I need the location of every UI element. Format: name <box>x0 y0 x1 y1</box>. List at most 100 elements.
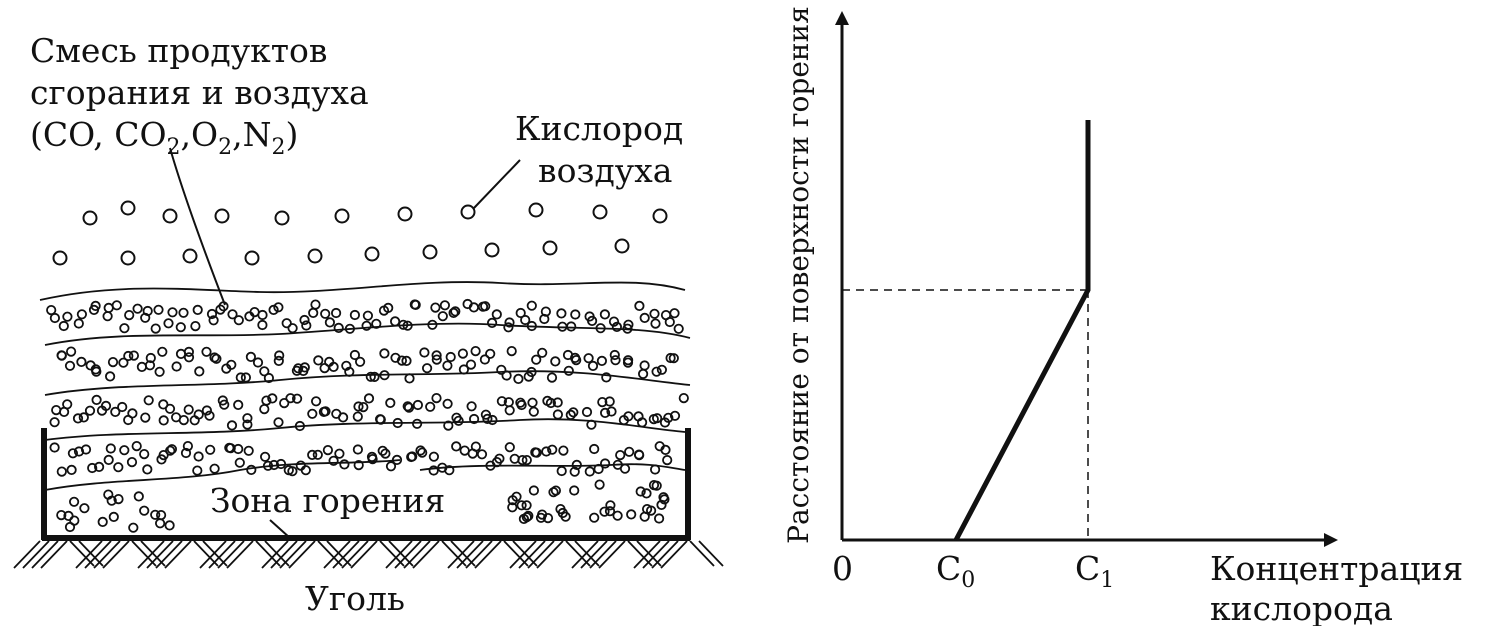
product-molecule <box>153 304 164 315</box>
product-molecule <box>669 308 680 319</box>
product-molecule <box>425 401 436 412</box>
product-molecule <box>164 520 175 531</box>
product-molecule <box>442 398 453 409</box>
product-molecule <box>365 371 376 382</box>
product-molecule <box>318 406 329 417</box>
product-molecule <box>612 510 623 521</box>
oxygen-molecule <box>484 242 500 258</box>
product-molecule <box>651 413 663 424</box>
product-molecule <box>662 454 673 466</box>
product-molecule <box>341 360 352 371</box>
coal-hatch-mark <box>633 540 661 569</box>
product-molecule <box>295 460 306 471</box>
coal-hatch-mark <box>403 540 431 569</box>
product-molecule <box>180 447 192 459</box>
product-molecule <box>550 356 561 367</box>
product-molecule <box>503 397 514 408</box>
product-molecule <box>552 409 564 420</box>
product-molecule <box>113 493 124 505</box>
product-molecule <box>539 313 550 325</box>
product-molecule <box>259 451 271 462</box>
product-molecule <box>257 309 268 321</box>
product-molecule <box>144 360 156 371</box>
product-molecule <box>496 364 507 375</box>
product-molecule <box>406 451 417 463</box>
product-molecule <box>339 459 350 470</box>
product-molecule <box>604 506 616 517</box>
product-molecule <box>541 446 552 457</box>
product-molecule <box>660 444 671 455</box>
oxygen-molecule <box>652 208 668 224</box>
product-molecule <box>586 419 597 430</box>
product-molecule <box>594 479 605 490</box>
product-molecule <box>108 511 119 523</box>
oxygen-molecule <box>542 240 558 256</box>
product-molecule <box>431 354 442 365</box>
product-molecule <box>299 314 310 326</box>
oxygen-molecule <box>528 202 544 218</box>
product-molecule <box>678 392 689 404</box>
product-molecule <box>664 316 675 328</box>
coal-hatch-mark <box>651 540 679 569</box>
product-molecule <box>634 300 645 311</box>
coal-hatch-mark <box>412 540 440 569</box>
product-molecule <box>190 320 201 332</box>
product-molecule <box>56 466 67 477</box>
product-molecule <box>150 509 161 520</box>
air-oxygen-molecules <box>52 200 668 266</box>
product-molecule <box>635 486 646 497</box>
product-molecule <box>558 445 569 456</box>
oxygen-molecule <box>460 204 476 220</box>
product-molecule <box>175 322 186 333</box>
mixture-label-line1: Смесь продуктов <box>30 31 327 70</box>
product-molecule <box>263 372 274 384</box>
product-molecule <box>128 522 139 533</box>
product-molecule <box>656 364 668 375</box>
product-molecule <box>379 348 390 359</box>
product-molecule <box>117 401 128 413</box>
product-molecule <box>379 370 390 381</box>
product-molecule <box>262 460 274 471</box>
formula-sub2: 2 <box>218 135 232 160</box>
product-molecule <box>72 413 84 424</box>
layer-line-2 <box>44 322 691 346</box>
product-molecule <box>521 454 532 466</box>
product-molecule <box>390 352 401 363</box>
formula-mid: ,O <box>181 115 219 154</box>
c0-tick-label: C0 <box>936 549 975 593</box>
oxygen-leader-line <box>473 159 521 209</box>
concentration-profile-line <box>953 120 1091 542</box>
product-molecule <box>526 320 537 332</box>
product-molecule <box>443 420 454 431</box>
coal-hatch-mark <box>465 540 493 569</box>
product-molecule <box>639 360 650 371</box>
product-molecule <box>428 465 439 476</box>
product-molecule <box>334 448 345 459</box>
product-molecule <box>139 505 150 516</box>
product-molecule <box>330 307 342 319</box>
product-molecule <box>606 406 617 417</box>
product-molecule <box>570 309 581 320</box>
product-molecule <box>486 317 498 328</box>
product-molecule <box>673 323 684 334</box>
product-molecule <box>531 354 542 365</box>
product-molecule <box>528 406 539 417</box>
product-molecule <box>515 307 526 319</box>
product-molecule <box>194 366 205 377</box>
product-molecule <box>105 371 116 382</box>
product-molecule <box>183 346 194 357</box>
product-molecule <box>206 308 218 320</box>
product-molecule <box>226 420 238 431</box>
product-molecule <box>142 464 153 475</box>
product-molecule <box>171 361 182 372</box>
oxygen-molecule <box>120 250 136 266</box>
product-molecule <box>487 414 498 426</box>
product-molecule <box>150 323 161 334</box>
product-molecule <box>273 355 284 366</box>
product-molecule <box>450 306 461 317</box>
coal-hatch-mark <box>75 540 103 569</box>
oxygen-molecule <box>120 200 136 216</box>
product-molecule <box>182 440 193 452</box>
coal-hatch-mark <box>226 540 254 569</box>
oxygen-molecule <box>182 248 198 264</box>
